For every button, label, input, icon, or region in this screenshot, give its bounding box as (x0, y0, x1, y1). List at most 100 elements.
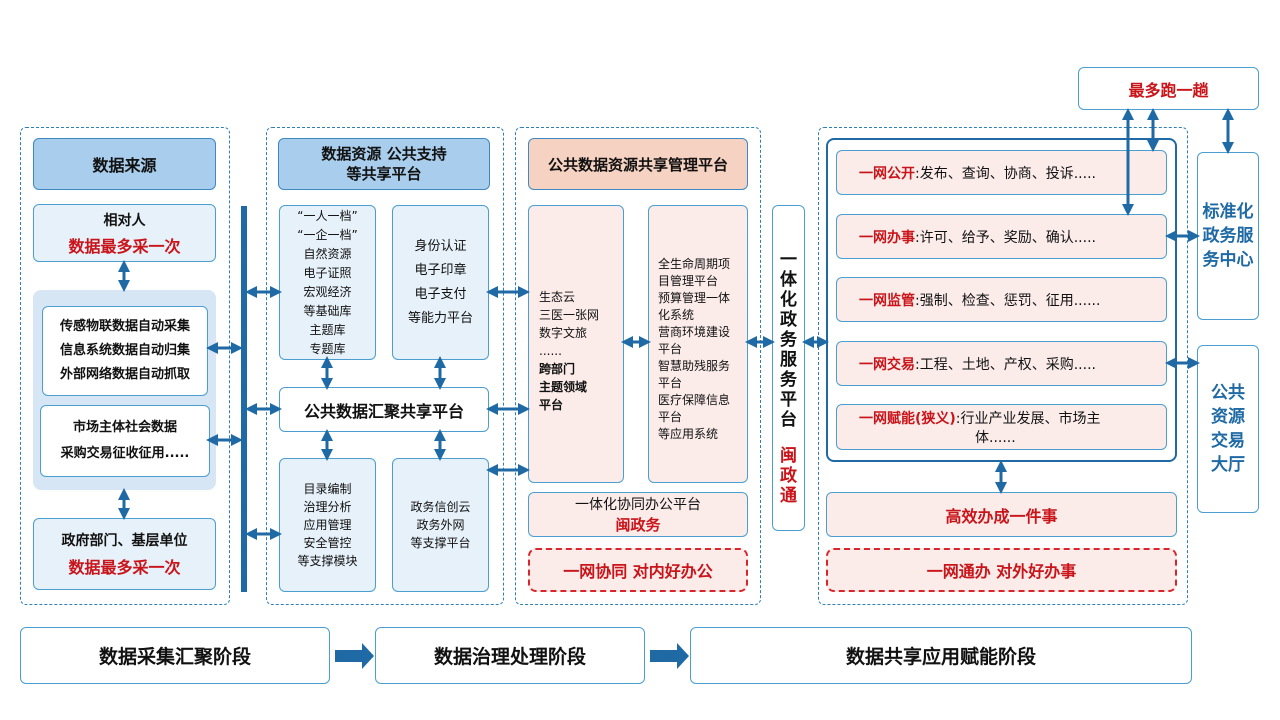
trading-hall-label: 公共资源交易大厅 (1211, 383, 1245, 475)
auto-item: 外部网络数据自动抓取 (59, 367, 190, 382)
cloud-item: 政务信创云 (410, 500, 471, 514)
run-once-label: 最多跑一趟 (1128, 80, 1209, 100)
public-row-text: :发布、查询、协商、投诉..... (915, 165, 1096, 182)
cloud-item: 等支撑平台 (410, 536, 471, 550)
external-service-box: 一网通办 对外好办事 (826, 548, 1177, 592)
market-data-box: 市场主体社会数据 采购交易征收征用..... (40, 405, 210, 477)
empower-row: 一网赋能(狭义):行业产业发展、市场主 体...... (836, 404, 1167, 450)
data-resource-title: 数据资源 公共支持 (321, 145, 447, 163)
identity-item: 等能力平台 (407, 310, 473, 326)
stage-arrow-1 (335, 643, 374, 669)
data-source-title: 数据来源 (92, 156, 157, 175)
identity-box: 身份认证 电子印章 电子支付 等能力平台 (392, 205, 489, 360)
stage-share-label: 数据共享应用赋能阶段 (845, 646, 1036, 668)
cross-dept-item: 三医一张网 (539, 308, 600, 322)
governance-item: 等支撑模块 (297, 554, 358, 568)
cross-dept-item: 数字文旅 (539, 326, 588, 340)
gov-box: 政府部门、基层单位 数据最多采一次 (33, 518, 216, 590)
service-row-text: :许可、给予、奖励、确认..... (915, 229, 1096, 246)
service-row-title: 一网办事 (859, 229, 915, 246)
cloud-item: 政务外网 (416, 518, 465, 532)
cross-dept-bold: 平台 (539, 398, 564, 412)
trading-row-title: 一网交易 (859, 356, 915, 373)
run-once-box: 最多跑一趟 (1078, 67, 1259, 110)
service-center-label: 标准化政务服务中心 (1202, 202, 1254, 270)
sharing-platform-header: 公共数据资源共享管理平台 (528, 138, 748, 190)
stage-govern: 数据治理处理阶段 (375, 627, 645, 684)
market-item: 市场主体社会数据 (72, 420, 177, 435)
governance-item: 目录编制 (303, 482, 352, 496)
stage-arrow-2 (650, 643, 689, 669)
governance-item: 治理分析 (303, 500, 352, 514)
aggregate-platform-label: 公共数据汇聚共享平台 (303, 401, 464, 421)
supervision-row: 一网监管:强制、检查、惩罚、征用...... (836, 277, 1167, 322)
identity-item: 身份认证 (414, 238, 467, 254)
auto-item: 传感物联数据自动采集 (59, 319, 190, 334)
cross-dept-item: 生态云 (539, 290, 576, 304)
gov-collect-once: 数据最多采一次 (68, 558, 181, 577)
data-source-group (20, 127, 230, 605)
cross-dept-bold: 主题领域 (539, 380, 588, 394)
efficient-label: 高效办成一件事 (945, 506, 1058, 526)
governance-item: 安全管控 (303, 536, 352, 550)
integrated-service-brand: 闽政通 (780, 446, 797, 506)
archive-item: 主题库 (309, 322, 346, 337)
integrated-service-label: 一体化政务服务平台 (780, 250, 797, 430)
supervision-row-title: 一网监管 (859, 292, 915, 309)
archive-item: 专题库 (309, 341, 346, 356)
public-row-title: 一网公开 (859, 165, 915, 182)
auto-collect-box: 传感物联数据自动采集 信息系统数据自动归集 外部网络数据自动抓取 (42, 306, 208, 396)
supervision-row-text: :强制、检查、惩罚、征用...... (915, 292, 1101, 309)
identity-item: 电子支付 (414, 286, 467, 302)
relative-collect-once: 数据最多采一次 (68, 236, 181, 256)
app-system-item: 医疗保障信息 (658, 393, 731, 407)
app-system-box: 全生命周期项 目管理平台 预算管理一体 化系统 营商环境建设 平台 智慧助残服务… (648, 205, 748, 483)
efficient-box: 高效办成一件事 (826, 492, 1177, 537)
stage-collect-label: 数据采集汇聚阶段 (98, 646, 251, 668)
trading-row: 一网交易:工程、土地、产权、采购..... (836, 341, 1167, 386)
stage-collect: 数据采集汇聚阶段 (20, 627, 330, 684)
archive-db-box: “一人一档” “一企一档” 自然资源 电子证照 宏观经济 等基础库 主题库 专题… (279, 205, 376, 360)
trading-hall-box: 公共资源交易大厅 (1197, 345, 1259, 513)
sharing-platform-title: 公共数据资源共享管理平台 (547, 155, 728, 174)
stage-share: 数据共享应用赋能阶段 (690, 627, 1192, 684)
governance-box: 目录编制 治理分析 应用管理 安全管控 等支撑模块 (279, 458, 376, 592)
app-system-item: 平台 (658, 342, 683, 356)
app-system-item: 目管理平台 (658, 274, 719, 288)
auto-item: 信息系统数据自动归集 (59, 343, 190, 358)
aggregate-platform-box: 公共数据汇聚共享平台 (279, 387, 489, 432)
archive-item: 自然资源 (303, 246, 352, 261)
office-platform-brand: 闽政务 (615, 516, 661, 534)
app-system-item: 等应用系统 (658, 427, 719, 441)
market-item: 采购交易征收征用..... (60, 446, 190, 461)
app-system-item: 营商环境建设 (658, 325, 731, 339)
data-resource-subtitle: 等共享平台 (346, 165, 422, 183)
archive-item: “一企一档” (297, 227, 358, 242)
empower-row-text: :行业产业发展、市场主 (955, 411, 1101, 427)
governance-item: 应用管理 (303, 518, 352, 532)
cloud-box: 政务信创云 政务外网 等支撑平台 (392, 458, 489, 592)
data-source-header: 数据来源 (33, 138, 216, 190)
cross-dept-bold: 跨部门 (539, 362, 576, 376)
internal-office-box: 一网协同 对内好办公 (528, 548, 748, 592)
vertical-connector-bar (241, 206, 247, 592)
app-system-item: 预算管理一体 (658, 291, 731, 305)
office-platform-label: 一体化协同办公平台 (575, 497, 701, 513)
data-resource-header: 数据资源 公共支持 等共享平台 (278, 138, 490, 190)
archive-item: 宏观经济 (303, 284, 352, 299)
service-row: 一网办事:许可、给予、奖励、确认..... (836, 214, 1167, 259)
app-system-item: 化系统 (658, 308, 695, 322)
external-service-label: 一网通办 对外好办事 (926, 562, 1077, 581)
data-resource-group (266, 127, 504, 605)
identity-item: 电子印章 (414, 262, 467, 278)
empower-row-text2: 体...... (975, 430, 1016, 446)
app-system-item: 全生命周期项 (658, 257, 731, 271)
resource-sharing-group (515, 127, 761, 605)
cross-dept-item: ...... (539, 344, 562, 358)
archive-item: “一人一档” (297, 208, 358, 223)
public-row: 一网公开:发布、查询、协商、投诉..... (836, 150, 1167, 195)
trading-row-text: :工程、土地、产权、采购..... (915, 356, 1096, 373)
integrated-service-platform: 一体化政务服务平台 闽政通 (772, 205, 805, 531)
gov-label: 政府部门、基层单位 (61, 533, 188, 549)
